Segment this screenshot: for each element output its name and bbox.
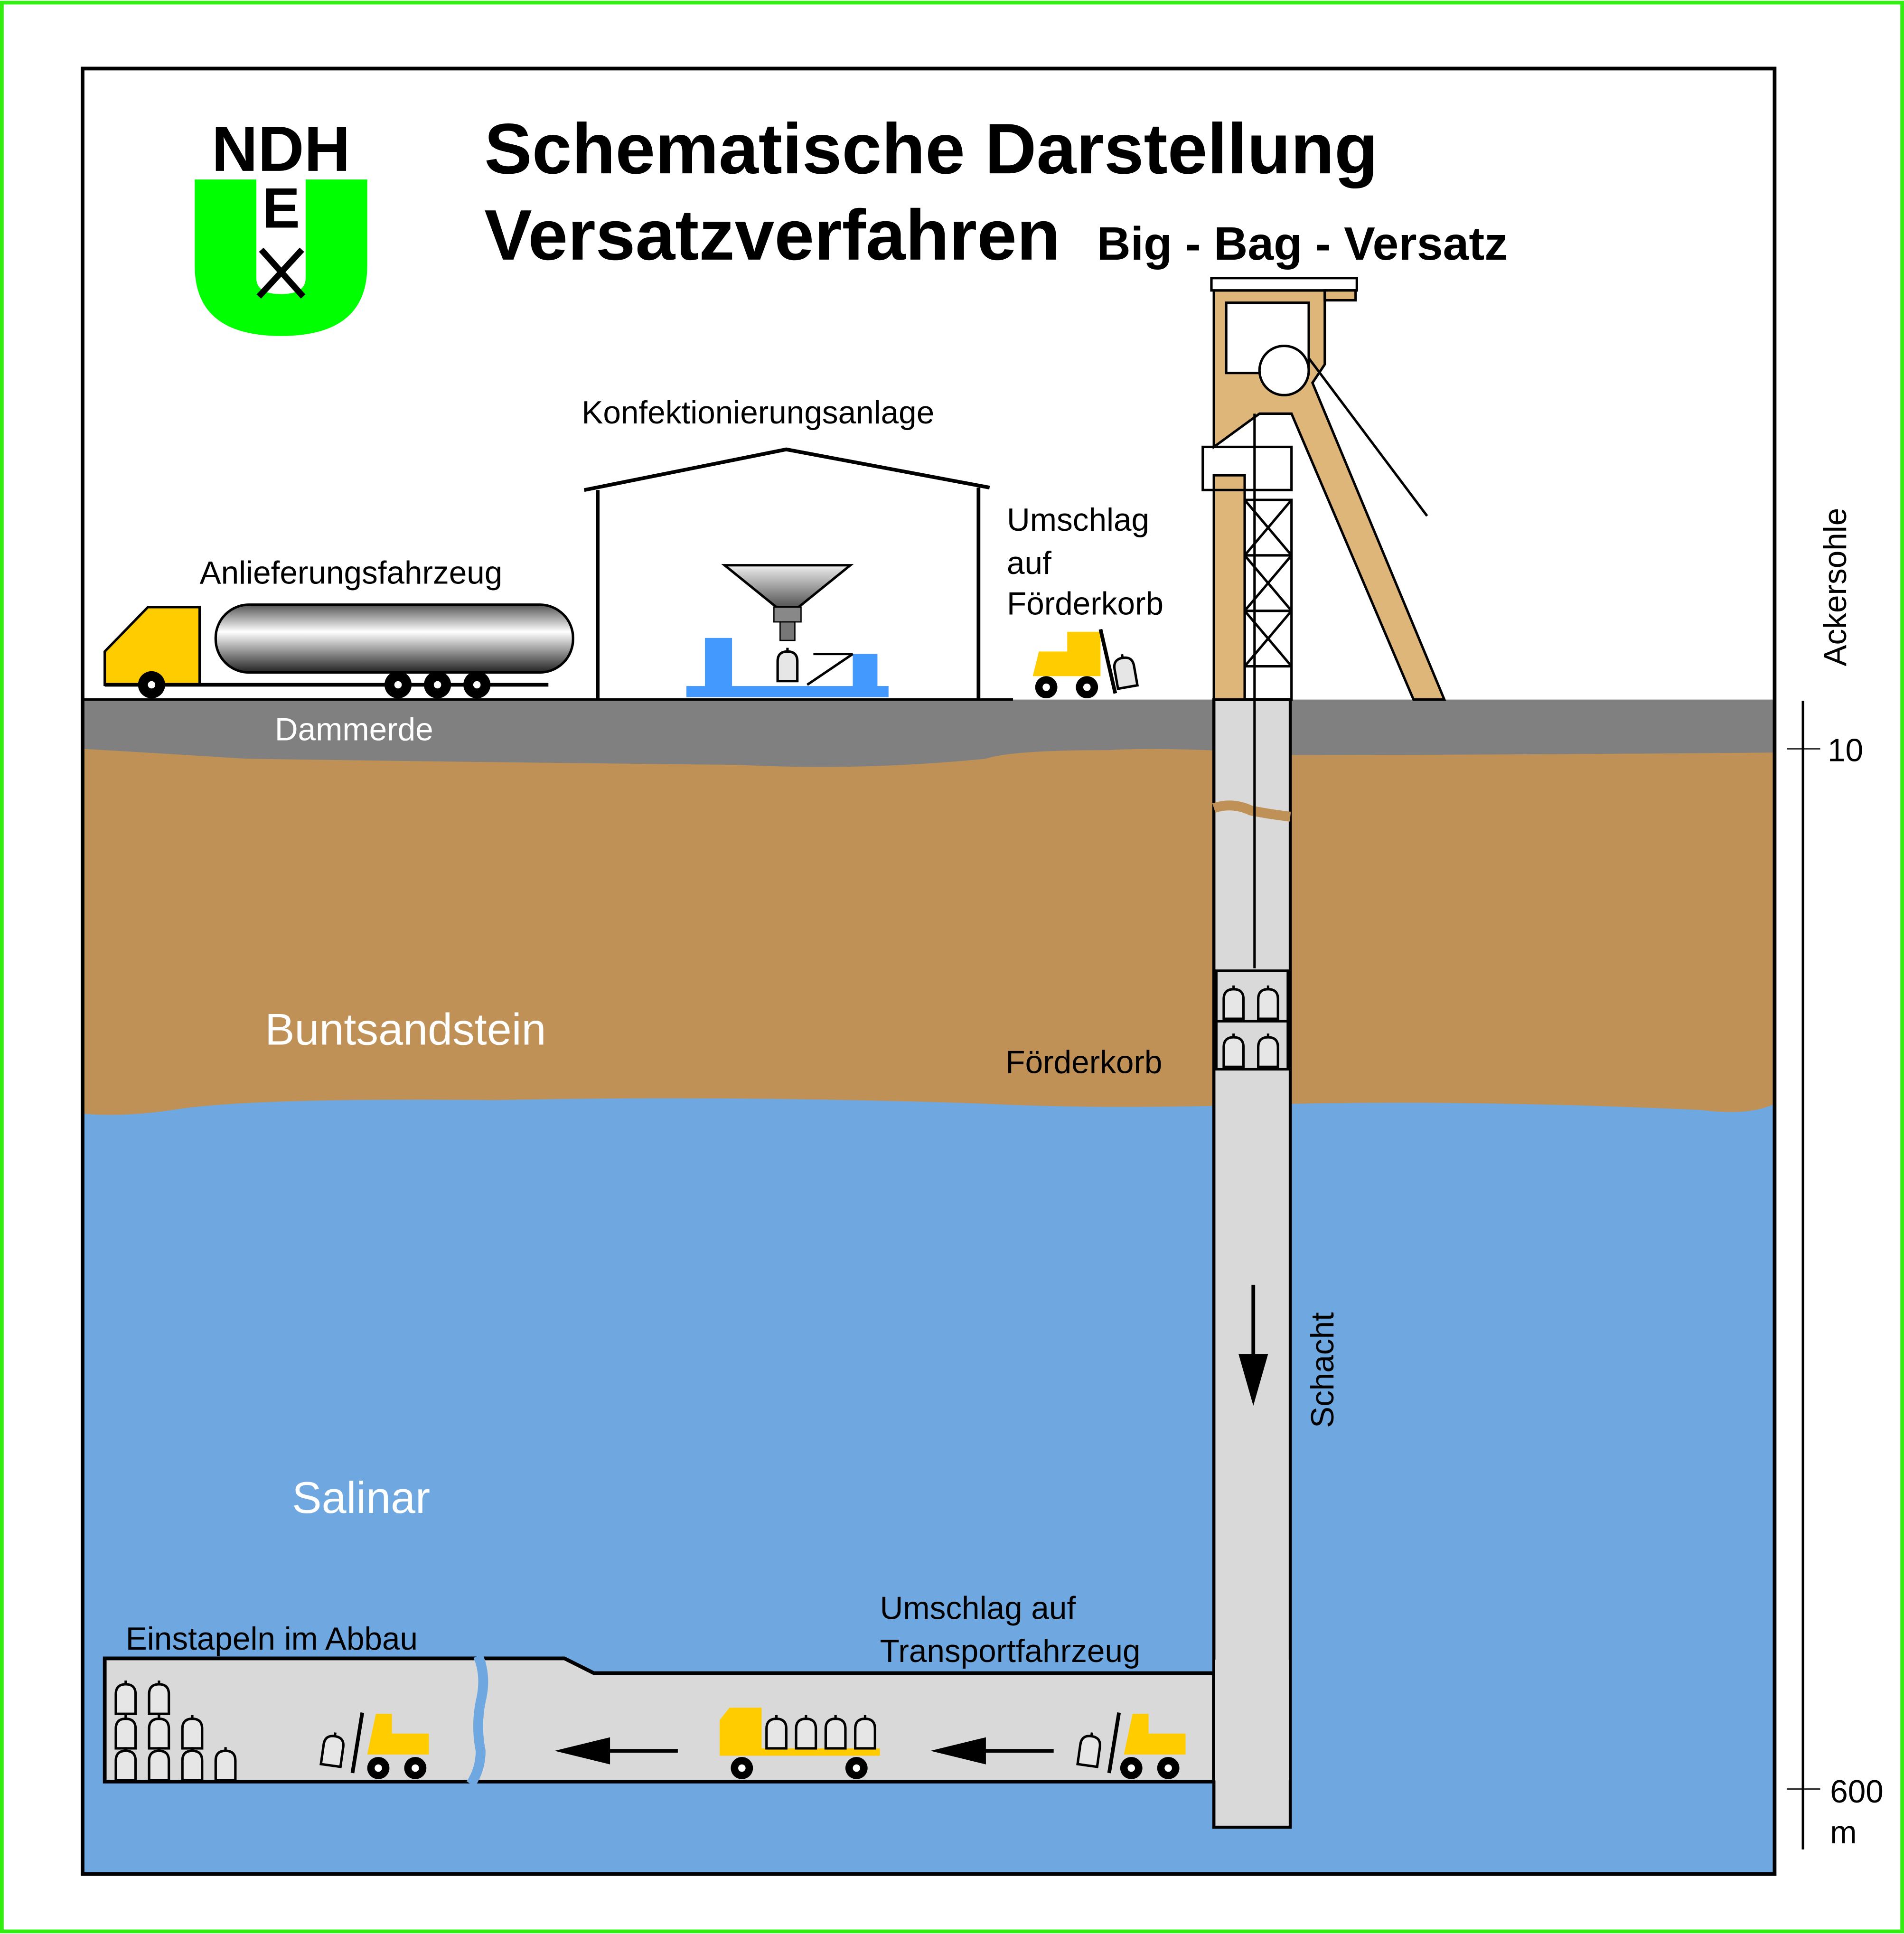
- sandstone-label: Buntsandstein: [265, 1005, 546, 1054]
- inner-frame: [81, 66, 1777, 1876]
- delivery-truck: [103, 603, 574, 699]
- transport-vehicle: [720, 1708, 880, 1779]
- title-line2: Versatzverfahren: [484, 195, 1060, 275]
- shaft: [1212, 698, 1292, 1829]
- title-line1: Schematische Darstellung: [484, 109, 1378, 188]
- left-arrow-icon: [930, 1737, 1054, 1765]
- shaft-label: Schacht: [1305, 1312, 1341, 1428]
- plant-label: Konfektionierungsanlage: [582, 395, 934, 431]
- delivery-label: Anlieferungsfahrzeug: [200, 555, 503, 591]
- conveyor-cage: [1215, 969, 1289, 1071]
- ndh-logo: NDH E: [195, 113, 367, 336]
- shaft-lining: [1212, 800, 1291, 822]
- water-barrier: [466, 1654, 488, 1787]
- scale-title: Ackersohle: [1818, 508, 1853, 667]
- scale-top-value: 10: [1828, 732, 1863, 768]
- logo-text: NDH: [212, 113, 350, 185]
- logo-letter: E: [262, 177, 300, 240]
- left-arrow-icon: [554, 1737, 678, 1765]
- title-subtitle: Big - Bag - Versatz: [1097, 217, 1508, 270]
- sandstone-layer: [82, 740, 1775, 1115]
- scale-bottom-value: 600: [1830, 1774, 1884, 1810]
- forklift-loading: [1078, 1712, 1186, 1779]
- cage-label: Förderkorb: [1005, 1044, 1162, 1080]
- down-arrow-icon: [1238, 1285, 1268, 1406]
- hammer-and-pick-icon: [256, 247, 306, 299]
- forklift-surface: [1032, 629, 1138, 699]
- topsoil-label: Dammerde: [275, 712, 433, 747]
- depth-scale: [1787, 701, 1820, 1850]
- topsoil-layer: [82, 699, 1775, 767]
- scale-unit: m: [1830, 1815, 1857, 1850]
- packaging-plant: [583, 447, 990, 700]
- salinar-label: Salinar: [292, 1473, 430, 1522]
- drift-tunnel: [103, 1656, 1216, 1784]
- headframe: [1201, 277, 1446, 968]
- stacking-label: Einstapeln im Abbau: [126, 1621, 418, 1657]
- forklift-stacking: [321, 1712, 429, 1779]
